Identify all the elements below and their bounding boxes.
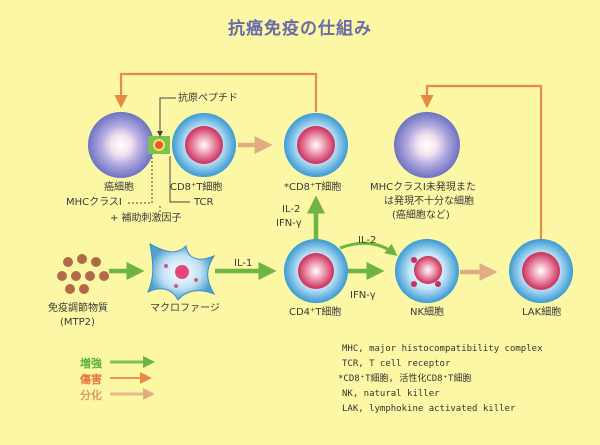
lak-cell-label: LAK細胞 (522, 307, 562, 318)
mhc-low-label-3: (癌細胞など) (392, 210, 450, 221)
cd4-t-cell (284, 239, 348, 303)
mhc-low-label-1: MHCクラスⅠ未発現また (370, 182, 476, 193)
costim-label: + 補助刺激因子 (110, 213, 182, 224)
il1-label: IL-1 (234, 258, 253, 269)
immunomodulator-label-2: (MTP2) (60, 317, 95, 328)
leader-tcr (169, 156, 190, 203)
leader-mhc-class1 (128, 156, 153, 204)
cd4-t-cell-label: CD4⁺T細胞 (289, 307, 342, 318)
lak-cell (509, 239, 573, 303)
damage-arrow-cd8-to-cancer (114, 72, 318, 112)
mhc-low-cell (394, 112, 460, 178)
mhc-class1-label: MHCクラスⅠ (66, 197, 122, 208)
ifn-top-label: IFN-γ (276, 218, 302, 229)
activated-cd8-t-cell (284, 113, 348, 177)
cancer-cell (88, 112, 154, 178)
note-tcr: TCR, T cell receptor (342, 359, 451, 369)
cd8-t-cell-label: CD8⁺T細胞 (170, 182, 223, 193)
enhance-arrow-il2-nk (339, 241, 398, 256)
note-mhc: MHC, major histocompatibility complex (342, 344, 543, 354)
activated-cd8-label: *CD8⁺T細胞 (284, 182, 342, 193)
nk-cell-label: NK細胞 (410, 307, 445, 318)
legend-damage: 傷害 (80, 373, 102, 386)
immunomodulator-particles (57, 254, 109, 294)
tcr-label: TCR (194, 197, 214, 208)
legend-enhance: 増強 (80, 357, 102, 370)
il2-top-label: IL-2 (282, 204, 301, 215)
immunomodulator-label-1: 免疫調節物質 (48, 303, 108, 314)
antigen-peptide-label: 抗原ペプチド (178, 93, 238, 104)
nk-cell (395, 239, 459, 303)
cd8-t-cell (172, 113, 236, 177)
cancer-cell-label: 癌細胞 (104, 182, 134, 193)
il2-right-label: IL-2 (358, 235, 377, 246)
note-cd8: *CD8⁺T細胞, 活性化CD8⁺T細胞 (338, 374, 472, 384)
macrophage (147, 243, 216, 301)
ifn-bottom-label: IFN-γ (350, 290, 376, 301)
note-nk: NK, natural killer (342, 389, 440, 399)
leader-antigen-peptide (157, 97, 176, 137)
note-lak: LAK, lymphokine activated killer (342, 404, 516, 414)
page-title: 抗癌免疫の仕組み (228, 19, 372, 39)
macrophage-label: マクロファージ (150, 303, 220, 314)
damage-arrow-lak-to-mhclow (420, 84, 543, 250)
legend-differentiate: 分化 (80, 389, 102, 402)
antigen-peptide-dot (153, 139, 165, 151)
mhc-low-label-2: は発現不十分な細胞 (384, 196, 474, 207)
